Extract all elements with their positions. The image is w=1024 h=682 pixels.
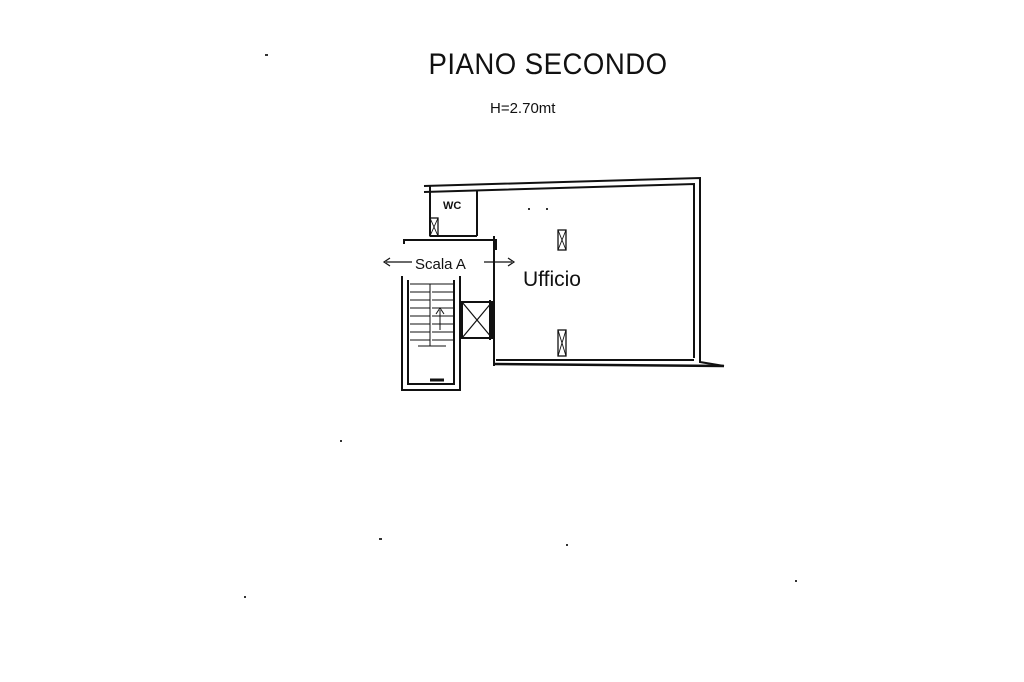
room-label-office: Ufficio	[523, 268, 581, 291]
office-bottom-wall	[493, 362, 725, 368]
stair-top-wall	[403, 239, 497, 250]
office-outer-wall	[423, 176, 725, 367]
lift-shaft	[461, 301, 493, 339]
room-label-wc: WC	[443, 200, 462, 212]
office-inner-wall	[423, 182, 695, 358]
ceiling-height-note: H=2.70mt	[490, 100, 556, 117]
stair-enclosure	[401, 276, 461, 391]
room-label-stair: Scala A	[415, 256, 466, 273]
floor-title: PIANO SECONDO	[428, 48, 668, 81]
